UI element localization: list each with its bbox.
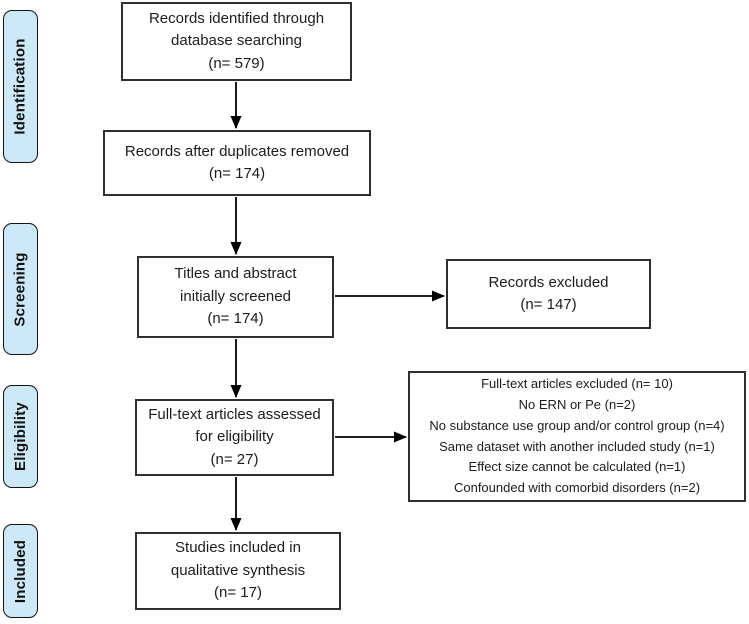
stage-label-included: Included [3,524,38,618]
box-fulltext-excluded-reasons: Full-text articles excluded (n= 10) No E… [408,371,746,502]
stage-label-included-text: Included [12,539,29,603]
box-fulltext-assessed: Full-text articles assessed for eligibil… [135,399,334,476]
stage-label-screening-text: Screening [12,251,30,327]
box-records-excluded: Records excluded (n= 147) [446,259,651,329]
box-records-identified: Records identified through database sear… [121,2,352,81]
stage-label-eligibility: Eligibility [3,385,38,488]
box-titles-abstract-screened: Titles and abstract initially screened (… [137,256,334,338]
stage-label-screening: Screening [3,223,38,355]
stage-label-identification-text: Identification [12,38,30,135]
stage-label-eligibility-text: Eligibility [12,402,29,471]
box-records-after-duplicates-removed: Records after duplicates removed (n= 174… [103,130,371,196]
box-studies-included: Studies included in qualitative synthesi… [135,532,341,610]
stage-label-identification: Identification [3,10,38,163]
